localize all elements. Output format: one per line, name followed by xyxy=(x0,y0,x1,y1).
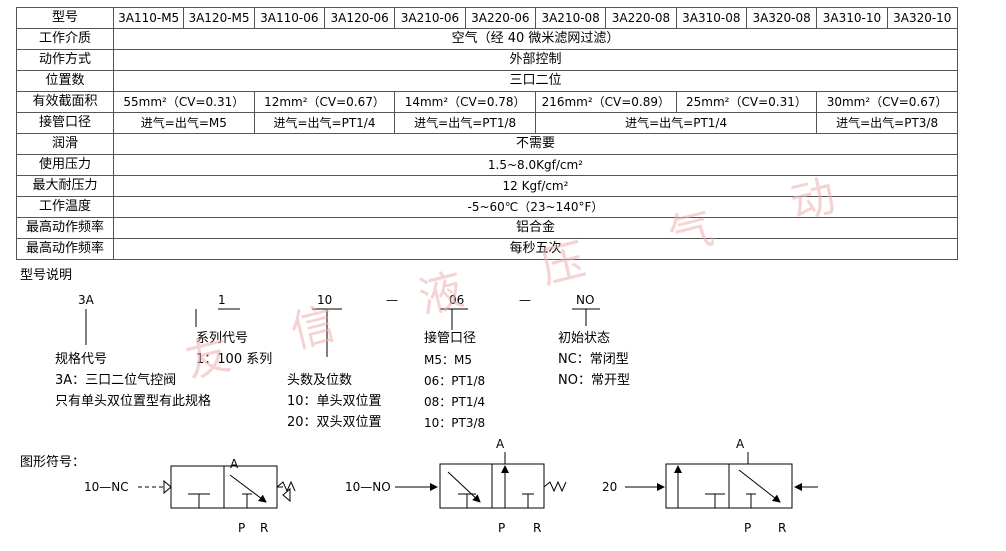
spec-code-line: 3A：三口二位气控阀 xyxy=(55,373,177,388)
table-row: 有效截面积 55mm²（CV=0.31） 12mm²（CV=0.67） 14mm… xyxy=(16,91,958,113)
table-row: 动作方式 外部控制 xyxy=(16,49,958,71)
code-3a: 3A xyxy=(78,293,94,307)
code-port: 06 xyxy=(449,293,465,307)
value-cell: 55mm²（CV=0.31） xyxy=(113,91,255,113)
initial-line: NC：常闭型 xyxy=(558,352,629,367)
port-p-label: P xyxy=(238,521,246,535)
row-label: 工作温度 xyxy=(16,196,114,218)
model-cell: 3A320-10 xyxy=(886,7,958,29)
row-label: 位置数 xyxy=(16,70,114,92)
port-a-label: A xyxy=(230,457,239,471)
table-row: 使用压力 1.5~8.0Kgf/cm² xyxy=(16,154,958,176)
value-cell: 25mm²（CV=0.31） xyxy=(675,91,818,113)
port-line: M5：M5 xyxy=(424,353,472,367)
value-cell: 进气=出气=PT1/8 xyxy=(394,112,536,134)
row-label: 动作方式 xyxy=(16,49,114,71)
row-label: 最高动作频率 xyxy=(16,238,114,260)
initial-title: 初始状态 xyxy=(558,331,611,346)
model-cell: 3A120-06 xyxy=(323,7,396,29)
series-code-line: 1：100 系列 xyxy=(196,352,273,367)
table-row: 型号 3A110-M5 3A120-M5 3A110-06 3A120-06 3… xyxy=(16,7,958,29)
symbols-title: 图形符号： xyxy=(20,455,86,470)
valve-symbol-no xyxy=(395,452,567,509)
dc-label: 20 xyxy=(602,480,618,494)
spec-table: 型号 3A110-M5 3A120-M5 3A110-06 3A120-06 3… xyxy=(16,7,958,260)
code-dash-1: — xyxy=(386,293,398,307)
table-row: 最高动作频率 每秒五次 xyxy=(16,238,958,260)
port-r-label: R xyxy=(533,521,542,535)
value-cell: 12mm²（CV=0.67） xyxy=(253,91,396,113)
value-cell: 不需要 xyxy=(113,133,958,155)
code-series: 1 xyxy=(218,293,226,307)
code-dash-2: — xyxy=(519,293,531,307)
port-title: 接管口径 xyxy=(424,331,477,346)
port-a-label: A xyxy=(496,437,505,451)
spec-code-title: 规格代号 xyxy=(55,352,108,367)
port-r-label: R xyxy=(260,521,269,535)
spec-code-line: 只有单头双位置型有此规格 xyxy=(55,394,212,409)
heads-title: 头数及位数 xyxy=(287,373,353,388)
model-cell: 3A310-08 xyxy=(675,7,747,29)
row-label: 润滑 xyxy=(16,133,114,155)
port-line: 06：PT1/8 xyxy=(424,374,486,388)
no-label: 10—NO xyxy=(345,480,391,494)
row-label: 工作介质 xyxy=(16,28,114,50)
port-line: 08：PT1/4 xyxy=(424,395,486,409)
row-label: 接管口径 xyxy=(16,112,114,134)
code-initial: NO xyxy=(576,293,595,307)
table-row: 工作温度 -5~60℃（23~140°F） xyxy=(16,196,958,218)
value-cell: 进气=出气=PT3/8 xyxy=(816,112,958,134)
row-label: 使用压力 xyxy=(16,154,114,176)
port-r-label: R xyxy=(778,521,787,535)
valve-symbol-nc xyxy=(138,465,296,509)
series-code-title: 系列代号 xyxy=(196,331,249,346)
value-cell: -5~60℃（23~140°F） xyxy=(113,196,958,218)
table-row: 润滑 不需要 xyxy=(16,133,958,155)
valve-symbol-double xyxy=(625,452,818,509)
row-label: 有效截面积 xyxy=(16,91,114,113)
port-line: 10：PT3/8 xyxy=(424,416,486,430)
model-cell: 3A210-06 xyxy=(394,7,466,29)
model-desc-title: 型号说明 xyxy=(20,268,73,283)
heads-line: 10：单头双位置 xyxy=(287,394,382,409)
port-p-label: P xyxy=(498,521,506,535)
port-a-label: A xyxy=(736,437,745,451)
initial-line: NO：常开型 xyxy=(558,373,630,388)
value-cell: 每秒五次 xyxy=(113,238,958,260)
heads-line: 20：双头双位置 xyxy=(287,415,382,430)
port-p-label: P xyxy=(744,521,752,535)
code-heads: 10 xyxy=(317,293,333,307)
nc-label: 10—NC xyxy=(84,480,129,494)
